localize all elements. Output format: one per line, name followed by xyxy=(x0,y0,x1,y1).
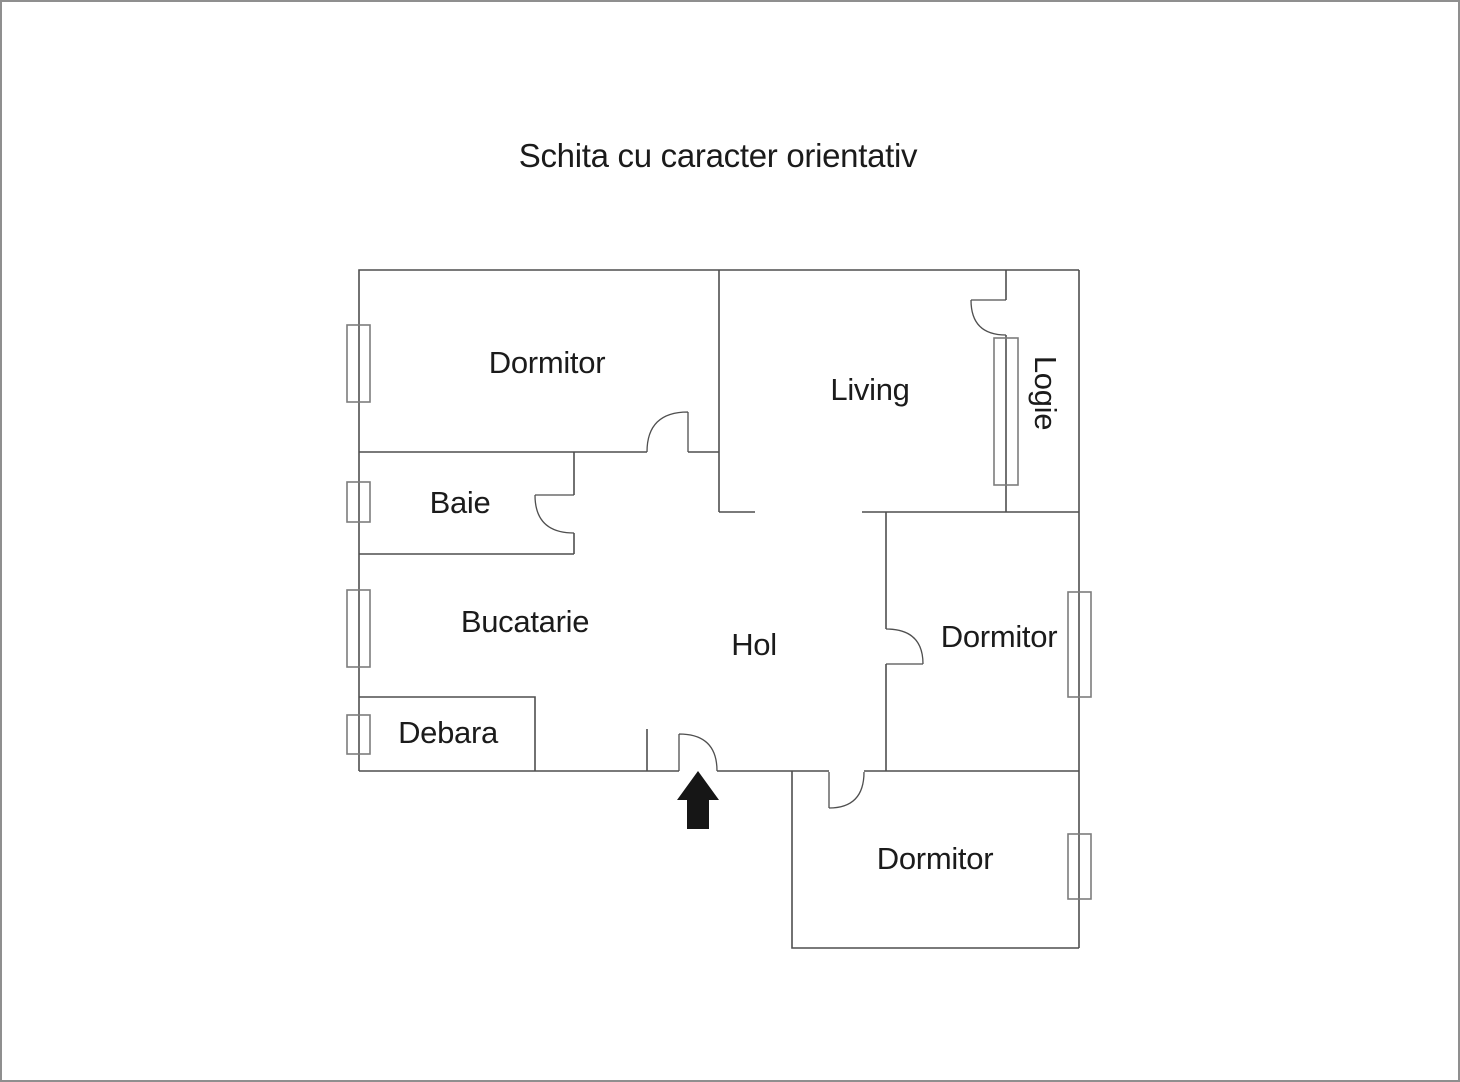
door-dormitor-top-left xyxy=(646,411,689,453)
room-label-living: Living xyxy=(830,372,910,407)
window-icon-bucatarie xyxy=(346,589,371,668)
room-label-dormitor-right: Dormitor xyxy=(940,619,1058,654)
door-dormitor-bottom xyxy=(828,771,865,809)
window-icon-logie xyxy=(993,337,1019,486)
door-logie xyxy=(970,299,1007,336)
outer-wall-top-left xyxy=(358,269,1079,771)
room-label-hol: Hol xyxy=(731,627,777,662)
room-label-dormitor-top-left: Dormitor xyxy=(488,345,606,380)
window-icon-dormitor-right xyxy=(1067,591,1092,698)
entrance-arrow-icon xyxy=(677,771,719,829)
door-baie xyxy=(534,494,575,534)
window-icon-dormitor-bottom xyxy=(1067,833,1092,900)
windows xyxy=(346,324,1092,900)
room-label-bucatarie: Bucatarie xyxy=(460,604,590,639)
room-label-baie: Baie xyxy=(429,485,491,520)
door-entry xyxy=(678,733,718,772)
window-icon-debara xyxy=(346,714,371,755)
exterior-walls xyxy=(358,269,1080,949)
room-label-logie: Logie xyxy=(1028,355,1063,431)
doors xyxy=(534,299,1007,809)
door-dormitor-right xyxy=(885,628,924,665)
room-label-debara: Debara xyxy=(398,715,498,750)
plan-title: Schita cu caracter orientativ xyxy=(518,137,918,174)
outer-wall-bottom-dormitor xyxy=(791,771,1079,949)
window-icon-baie xyxy=(346,481,371,523)
wall-debara xyxy=(359,696,536,771)
room-label-dormitor-bottom: Dormitor xyxy=(876,841,994,876)
interior-walls xyxy=(359,270,1079,771)
window-icon-dormitor-top-left xyxy=(346,324,371,403)
